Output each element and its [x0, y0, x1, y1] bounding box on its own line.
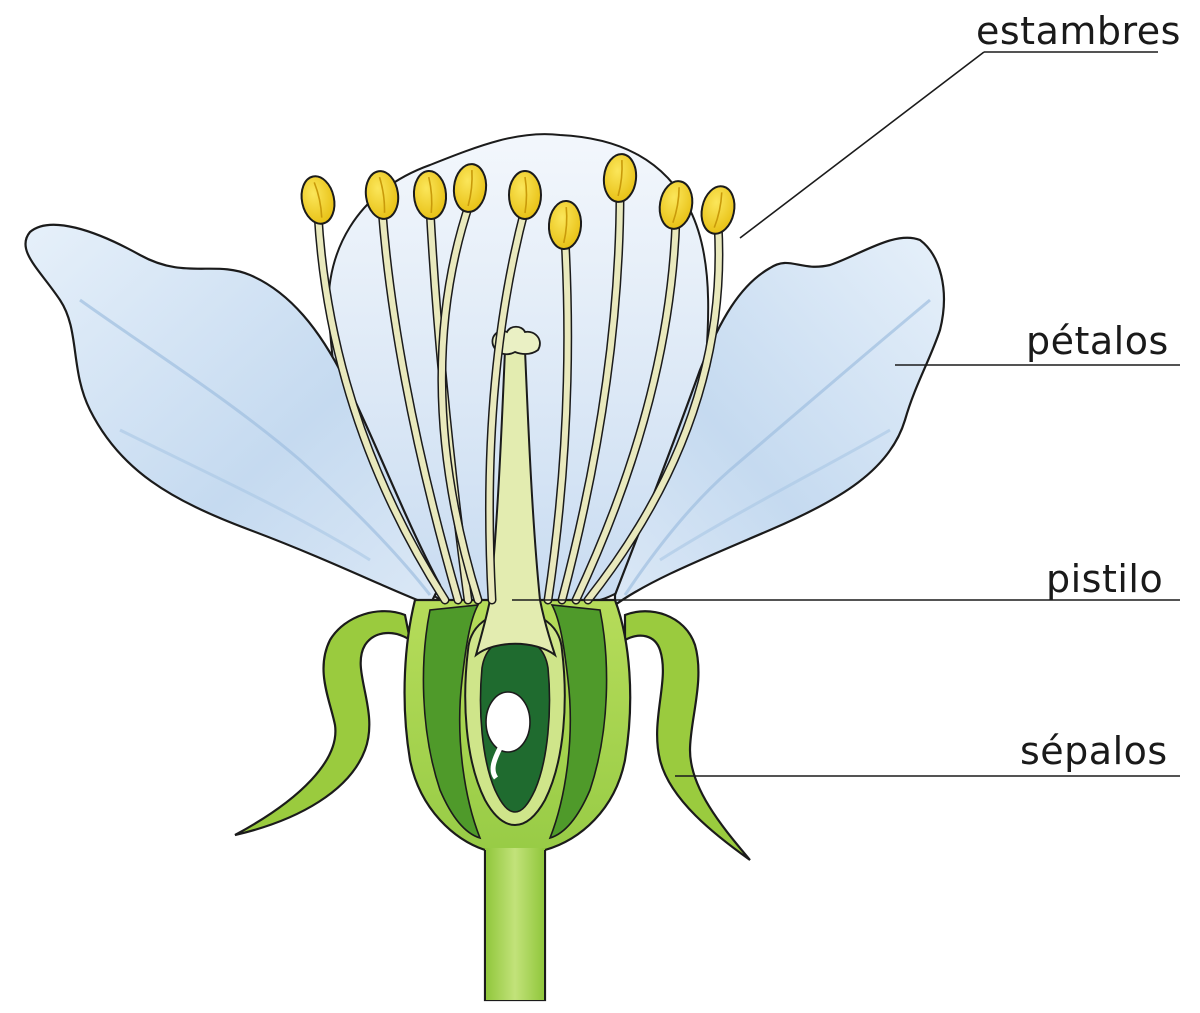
petal-left-vein-1: [79, 298, 432, 596]
anther-groove-5: [524, 176, 528, 214]
filament-6: [545, 236, 571, 603]
anther-groove-1: [313, 182, 323, 218]
stamens: [300, 153, 736, 605]
anther-9: [700, 185, 736, 235]
anther-6: [547, 200, 583, 250]
filament-4: [438, 199, 481, 603]
anther-groove-3: [427, 176, 433, 214]
anther-5: [508, 170, 542, 220]
anther-groove-4: [467, 170, 473, 207]
label-sepals: sépalos: [1020, 729, 1168, 773]
leader-line-estambres: [739, 51, 985, 239]
filament-5: [486, 206, 528, 603]
filament-8: [573, 216, 679, 603]
sepal-left: [234, 610, 412, 837]
ovule-stalk: [490, 746, 503, 780]
filament-7: [559, 189, 623, 603]
label-stamens: estambres: [976, 9, 1181, 53]
anther-1: [300, 175, 336, 225]
receptacle-inner-left: [422, 604, 482, 840]
filament-1: [315, 211, 448, 603]
anther-groove-9: [713, 192, 723, 228]
petal-right-vein-1: [623, 298, 931, 596]
anther-4: [452, 163, 488, 213]
anther-2: [364, 170, 400, 220]
anther-groove-7: [617, 160, 623, 197]
stem: [485, 848, 545, 1000]
leader-lines: [512, 51, 1180, 777]
sepals: [234, 610, 751, 861]
anther-8: [658, 180, 694, 230]
filament-2: [379, 206, 461, 603]
anther-groove-8: [672, 187, 680, 223]
petal-left-vein-2: [119, 428, 371, 562]
anther-groove-2: [378, 176, 386, 213]
petal-right-vein-2: [659, 428, 891, 562]
ovule: [485, 691, 531, 753]
anther-7: [602, 153, 638, 203]
label-petals: pétalos: [1026, 319, 1169, 363]
anther-groove-6: [562, 206, 568, 244]
label-pistil: pistilo: [1046, 557, 1164, 601]
anther-3: [412, 170, 448, 220]
pistil-style: [474, 349, 557, 658]
receptacle: [403, 598, 632, 1002]
receptacle-inner-right: [548, 604, 608, 840]
petal-right: [613, 236, 946, 608]
petals: [24, 133, 946, 608]
filament-9: [585, 221, 722, 603]
sepal-right: [623, 610, 751, 861]
